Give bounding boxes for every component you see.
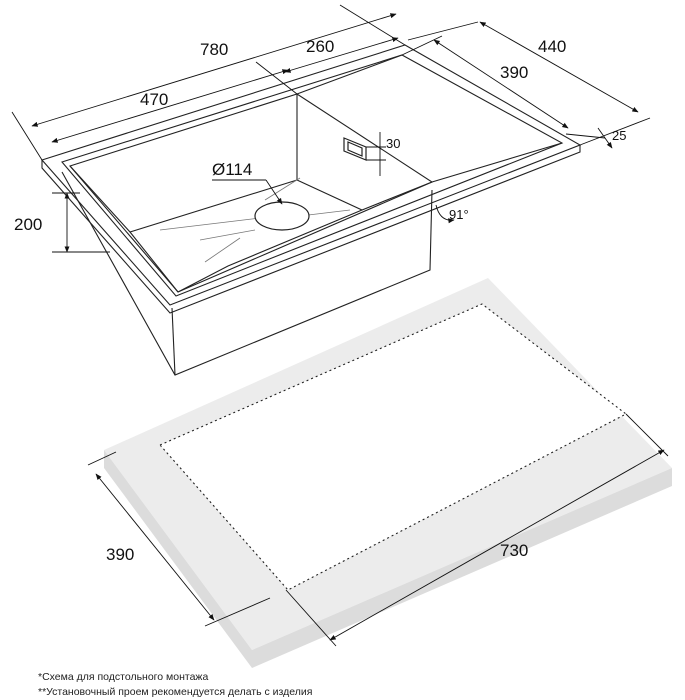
dim-line-bowl-length bbox=[51, 69, 289, 143]
dim-drainer-length: 260 bbox=[306, 37, 334, 56]
countertop-frame bbox=[104, 278, 672, 668]
dim-total-width: 440 bbox=[538, 37, 566, 56]
dim-line-cutout-width bbox=[95, 473, 215, 621]
dim-line-rim-tick bbox=[597, 127, 613, 149]
ext-line bbox=[87, 451, 117, 466]
ext-line bbox=[255, 61, 298, 95]
dim-total-length: 780 bbox=[200, 40, 228, 59]
ext-line bbox=[579, 117, 651, 146]
dim-rim: 25 bbox=[612, 128, 626, 143]
ext-line bbox=[401, 35, 443, 56]
dim-line-total-width bbox=[407, 21, 479, 41]
dim-overflow-height: 30 bbox=[386, 136, 400, 151]
note-cutout: **Установочный проем рекомендуется делат… bbox=[38, 686, 313, 698]
dim-bowl-depth: 200 bbox=[14, 215, 42, 234]
note-undermount: *Схема для подстольного монтажа bbox=[38, 671, 209, 683]
dim-leader-drain bbox=[265, 179, 283, 205]
dim-bowl-width: 390 bbox=[500, 63, 528, 82]
dim-wall-angle: 91° bbox=[449, 207, 469, 222]
dim-cutout-length: 730 bbox=[500, 541, 528, 560]
dim-line-bowl-width bbox=[433, 39, 569, 129]
dim-drain-diameter: Ø114 bbox=[212, 160, 252, 179]
dim-line-drainer-length bbox=[284, 37, 399, 73]
dim-bowl-length: 470 bbox=[140, 90, 168, 109]
drain-hole bbox=[254, 201, 310, 231]
dim-line-cutout-length bbox=[329, 449, 665, 641]
angle-arc bbox=[435, 204, 455, 224]
dim-cutout-width: 390 bbox=[106, 545, 134, 564]
ext-line bbox=[625, 413, 669, 457]
bowl-floor-grooves bbox=[159, 177, 351, 263]
ext-line bbox=[285, 589, 337, 647]
ext-line bbox=[204, 597, 271, 627]
ext-line bbox=[11, 111, 43, 161]
dim-line-rim bbox=[565, 133, 606, 139]
